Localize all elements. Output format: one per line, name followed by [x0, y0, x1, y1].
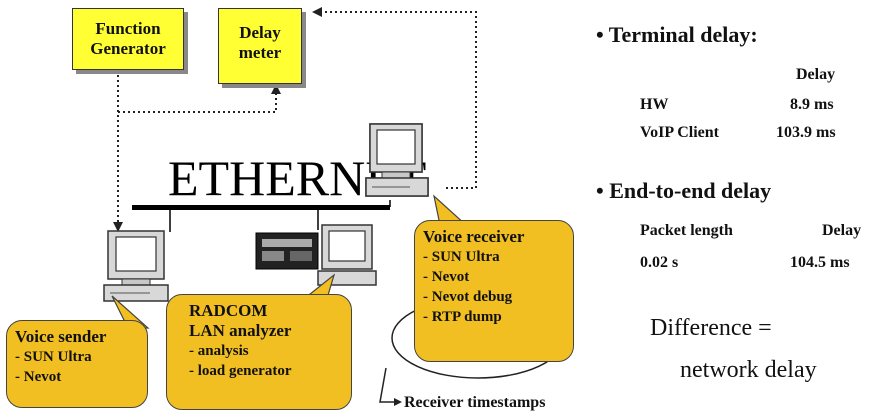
timestamps-arrow-line — [379, 367, 394, 403]
voice-receiver-callout: Voice receiver - SUN Ultra - Nevot - Nev… — [414, 220, 574, 362]
voice-receiver-title: Voice receiver — [423, 227, 525, 246]
end-to-end-delay-heading: • End-to-end delay — [596, 178, 772, 203]
ethernet-bus — [132, 205, 390, 210]
function-generator-line2: Generator — [90, 39, 166, 58]
difference-line2: network delay — [680, 357, 817, 383]
e2e-row-delay: 104.5 ms — [790, 254, 850, 271]
timestamps-arrow-head — [394, 398, 402, 406]
terminal-row-name: VoIP Client — [640, 124, 719, 141]
dotted-line-receiver-to-meter — [318, 11, 477, 189]
delay-meter-box: Delay meter — [218, 8, 302, 84]
terminal-delay-col-header: Delay — [796, 66, 836, 83]
terminal-row-value: 103.9 ms — [776, 124, 836, 141]
arrow-to-delay-meter — [271, 84, 281, 94]
radcom-analyzer-icon — [255, 232, 319, 270]
radcom-item: - analysis — [189, 343, 249, 359]
voice-receiver-item: - Nevot debug — [423, 289, 513, 305]
receiver-timestamps-label: Receiver timestamps — [404, 394, 546, 411]
voice-receiver-item: - Nevot — [423, 269, 470, 285]
delay-meter-line2: meter — [238, 43, 282, 62]
arrow-to-sender — [113, 222, 123, 232]
terminal-row-name: HW — [640, 96, 669, 113]
e2e-col-header-length: Packet length — [640, 222, 733, 239]
e2e-col-header-delay: Delay — [822, 222, 862, 239]
radcom-computer-icon — [317, 224, 377, 286]
radcom-item: - load generator — [189, 363, 292, 379]
dotted-line-to-delay-meter — [118, 90, 277, 113]
arrow-into-delay-meter — [312, 7, 322, 17]
function-generator-box: Function Generator — [72, 8, 184, 70]
voice-sender-title: Voice sender — [15, 327, 107, 346]
sender-computer-icon — [103, 230, 169, 302]
voice-receiver-item: - RTP dump — [423, 309, 502, 325]
voice-sender-item: - SUN Ultra — [15, 349, 92, 365]
voice-sender-item: - Nevot — [15, 369, 62, 385]
voice-sender-callout: Voice sender - SUN Ultra - Nevot — [6, 320, 148, 408]
delay-meter-line1: Delay — [239, 23, 281, 42]
e2e-row-length: 0.02 s — [640, 254, 679, 271]
difference-line1: Difference = — [650, 315, 772, 341]
radcom-title-line2: LAN analyzer — [189, 321, 292, 340]
voice-receiver-item: - SUN Ultra — [423, 249, 500, 265]
radcom-title-line1: RADCOM — [189, 301, 268, 320]
terminal-delay-heading: • Terminal delay: — [596, 22, 758, 47]
terminal-row-value: 8.9 ms — [790, 96, 834, 113]
radcom-callout: RADCOM LAN analyzer - analysis - load ge… — [166, 294, 352, 410]
ethernet-label: ETHERNET — [168, 150, 427, 206]
function-generator-line1: Function — [95, 19, 161, 38]
